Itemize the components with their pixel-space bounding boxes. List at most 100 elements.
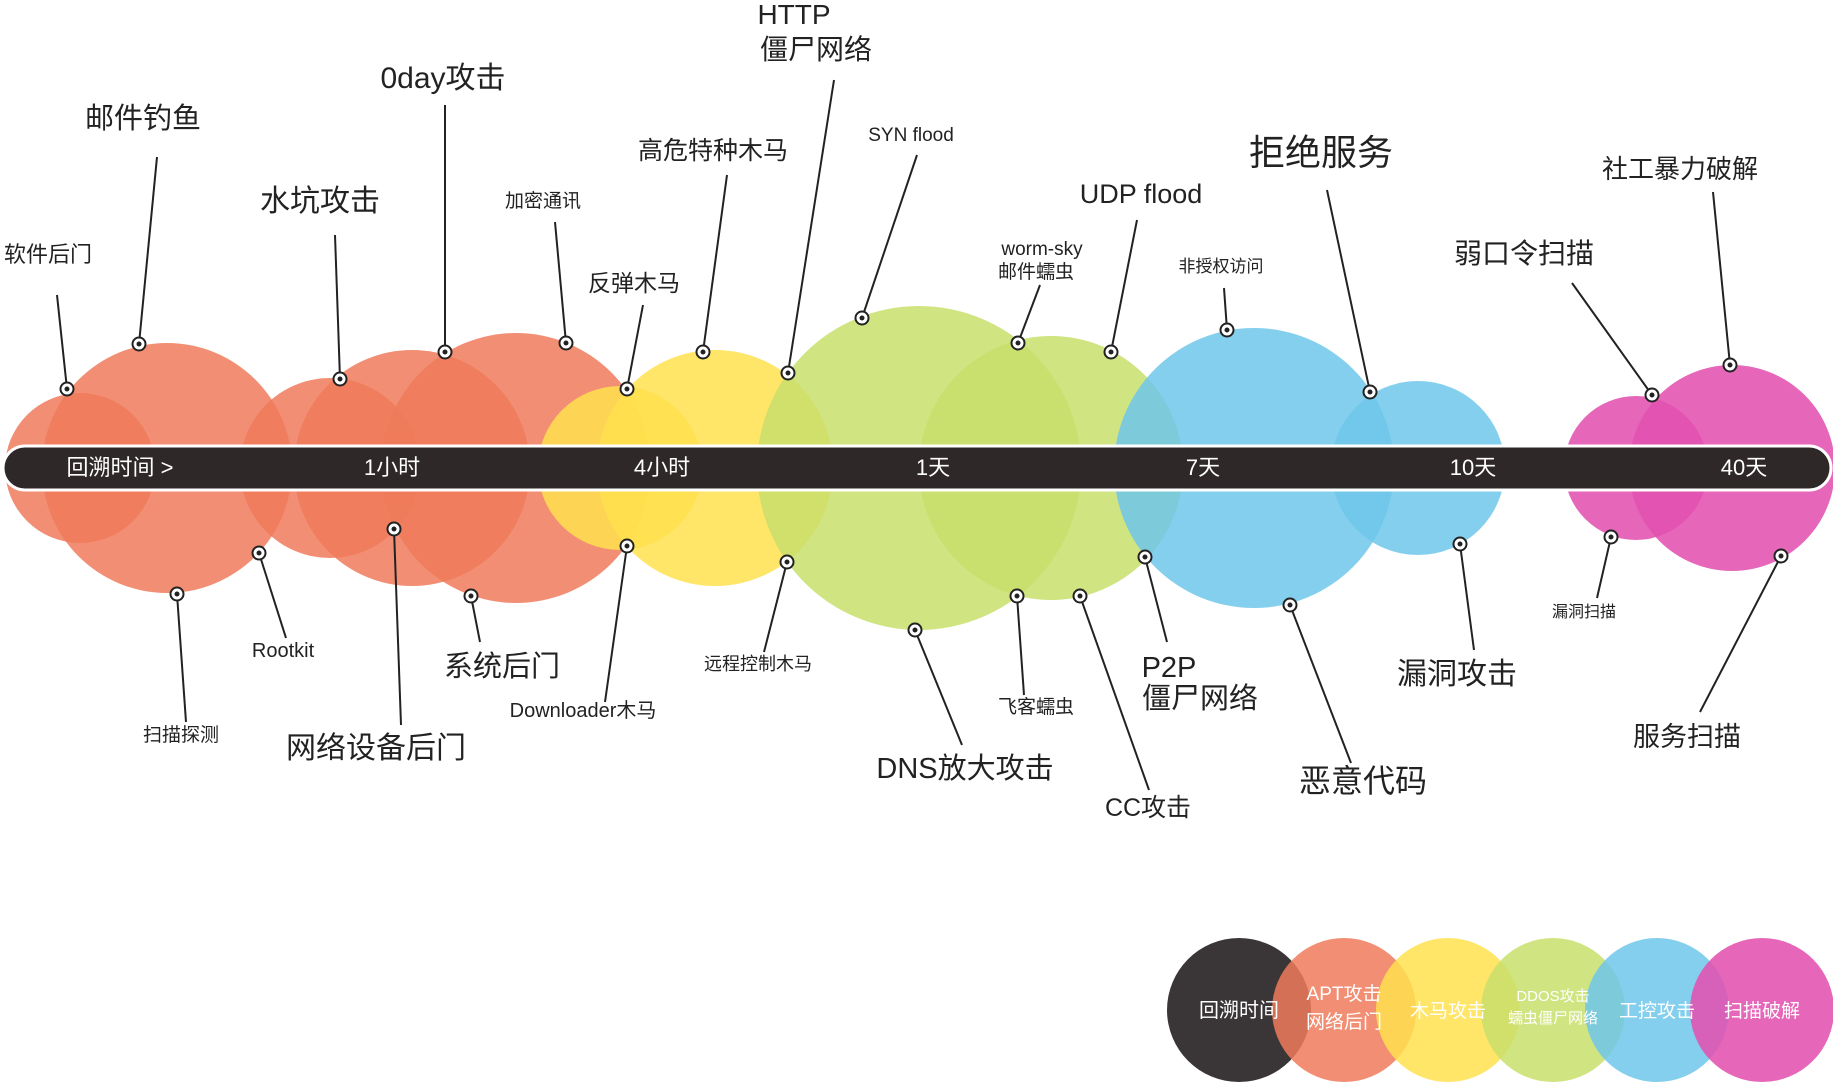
timeline-bar: 回溯时间 > 1小时 4小时 1天 7天 10天 40天 — [1, 444, 1833, 492]
dot-core-http — [785, 370, 791, 376]
label-downloader: Downloader木马 — [510, 699, 657, 722]
legend-ddos-line2: 蠕虫僵尸网络 — [1508, 1010, 1598, 1027]
label-remote-trojan: 远程控制木马 — [704, 654, 812, 674]
leader-vuln-attack — [1459, 543, 1475, 651]
label-network-backdoor: 网络设备后门 — [286, 732, 466, 765]
legend-trojan: 木马攻击 — [1410, 1000, 1486, 1022]
leader-syn-flood — [861, 154, 918, 319]
label-worm-sky-line2: 邮件蠕虫 — [998, 261, 1074, 283]
label-unauthorized-access: 非授权访问 — [1179, 257, 1264, 276]
dot-core-syn-flood — [859, 315, 865, 321]
label-zero-day: 0day攻击 — [380, 62, 505, 95]
label-malicious-code: 恶意代码 — [1299, 763, 1427, 799]
leader-worm-sky — [1017, 284, 1041, 344]
leader-malicious-code — [1289, 604, 1352, 764]
leader-dns-amplification — [914, 629, 963, 746]
legend-circle-apt — [1272, 938, 1416, 1082]
dot-core-rootkit — [256, 550, 262, 556]
dot-core-unauthorized-access — [1224, 327, 1230, 333]
anchor-dots — [59, 310, 1789, 638]
legend-apt-line2: 网络后门 — [1306, 1011, 1382, 1033]
leader-high-risk-trojan — [702, 174, 728, 353]
labels-below: 扫描探测 Rootkit 网络设备后门 系统后门 Downloader木马 远程… — [143, 603, 1741, 822]
dot-core-mail-phishing — [136, 341, 142, 347]
legend-ics: 工控攻击 — [1619, 1000, 1695, 1022]
leader-denial-of-service — [1326, 189, 1371, 393]
leader-system-backdoor — [470, 595, 481, 643]
label-http-line1: HTTP — [757, 0, 830, 30]
leader-downloader — [604, 545, 628, 703]
dot-core-software-backdoor — [64, 386, 70, 392]
dot-core-vuln-scan — [1608, 534, 1614, 540]
dot-core-malicious-code — [1287, 602, 1293, 608]
dot-core-network-backdoor — [391, 526, 397, 532]
label-cc-attack: CC攻击 — [1105, 794, 1191, 822]
leader-p2p — [1144, 556, 1168, 643]
timeline-track — [1, 444, 1833, 492]
dot-core-udp-flood — [1108, 349, 1114, 355]
leader-udp-flood — [1110, 219, 1138, 353]
tick-lookback: 回溯时间 > — [67, 455, 174, 480]
label-mail-phishing: 邮件钓鱼 — [85, 102, 201, 135]
leader-lines — [56, 79, 1782, 791]
dot-core-flying-worm — [1014, 593, 1020, 599]
label-p2p-line2: 僵尸网络 — [1142, 682, 1258, 715]
leader-encrypted-comm — [554, 221, 567, 344]
leader-reverse-trojan — [626, 304, 644, 390]
label-weak-password: 弱口令扫描 — [1454, 238, 1594, 269]
leader-cc-attack — [1079, 595, 1150, 791]
tick-4h: 4小时 — [634, 455, 690, 480]
label-social-brute: 社工暴力破解 — [1602, 154, 1758, 184]
dot-core-service-scan — [1778, 553, 1784, 559]
label-rootkit: Rootkit — [252, 640, 315, 662]
legend-circle-ddos — [1481, 938, 1625, 1082]
legend-lookback: 回溯时间 — [1199, 999, 1279, 1022]
dot-core-cc-attack — [1077, 593, 1083, 599]
tick-1d: 1天 — [916, 455, 950, 480]
legend-apt-line1: APT攻击 — [1307, 983, 1382, 1005]
dot-core-remote-trojan — [784, 559, 790, 565]
dot-core-p2p — [1142, 554, 1148, 560]
label-p2p-line1: P2P — [1142, 652, 1197, 684]
tick-1h: 1小时 — [364, 455, 420, 480]
label-high-risk-trojan: 高危特种木马 — [638, 137, 788, 165]
label-system-backdoor: 系统后门 — [444, 650, 560, 683]
label-http-line2: 僵尸网络 — [760, 34, 872, 65]
legend-ddos-line1: DDOS攻击 — [1516, 988, 1589, 1005]
label-udp-flood: UDP flood — [1080, 179, 1203, 209]
dot-core-vuln-attack — [1457, 541, 1463, 547]
label-flying-worm: 飞客蠕虫 — [998, 696, 1074, 718]
label-scan-probe: 扫描探测 — [143, 724, 219, 746]
legend-circle-scan — [1690, 938, 1833, 1082]
leader-software-backdoor — [56, 294, 68, 390]
dot-core-system-backdoor — [468, 593, 474, 599]
dot-core-zero-day — [442, 349, 448, 355]
tick-7d: 7天 — [1186, 455, 1220, 480]
label-software-backdoor: 软件后门 — [4, 242, 92, 267]
legend-scan: 扫描破解 — [1724, 1000, 1800, 1022]
label-watering-hole: 水坑攻击 — [260, 185, 380, 218]
dot-core-worm-sky — [1015, 340, 1021, 346]
label-vuln-scan: 漏洞扫描 — [1552, 603, 1616, 621]
label-dns-amplification: DNS放大攻击 — [876, 752, 1053, 785]
label-syn-flood: SYN flood — [868, 125, 954, 146]
leader-service-scan — [1699, 555, 1782, 713]
labels-above: 软件后门 邮件钓鱼 水坑攻击 0day攻击 加密通讯 反弹木马 高危特种木马 H… — [4, 0, 1758, 296]
leader-network-backdoor — [393, 528, 402, 726]
dot-core-weak-password — [1649, 392, 1655, 398]
tick-40d: 40天 — [1721, 455, 1767, 480]
legend-circle-trojan — [1376, 938, 1520, 1082]
label-worm-sky-line1: worm-sky — [1000, 239, 1083, 260]
label-vuln-attack: 漏洞攻击 — [1397, 658, 1517, 691]
leader-scan-probe — [176, 593, 187, 723]
tick-10d: 10天 — [1450, 455, 1496, 480]
leader-vuln-scan — [1596, 536, 1612, 599]
leader-social-brute — [1712, 191, 1731, 366]
legend: 回溯时间 APT攻击 网络后门 木马攻击 DDOS攻击 蠕虫僵尸网络 工控攻击 … — [1167, 938, 1833, 1082]
dot-core-dns-amplification — [912, 627, 918, 633]
legend-circle-ics — [1585, 938, 1729, 1082]
leader-watering-hole — [334, 234, 341, 380]
dot-core-encrypted-comm — [563, 340, 569, 346]
leader-http — [787, 79, 835, 374]
